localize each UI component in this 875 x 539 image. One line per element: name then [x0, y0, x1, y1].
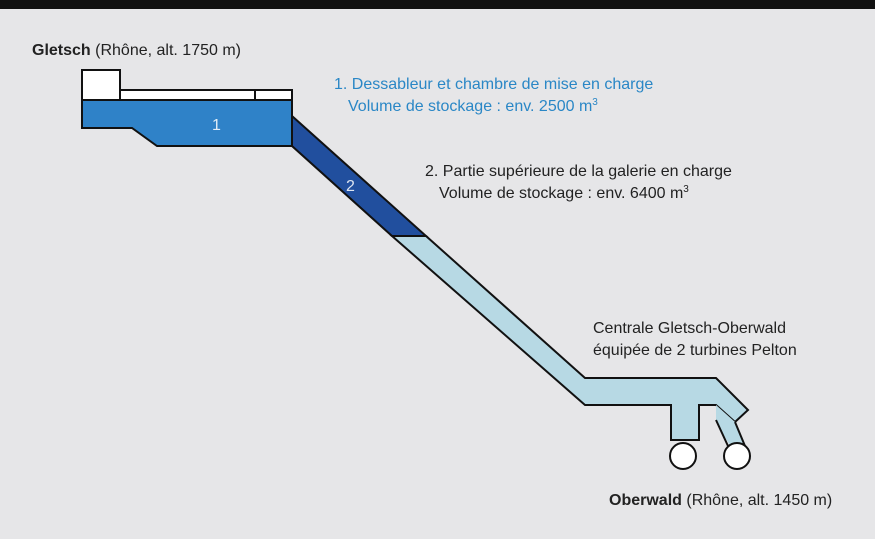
top-border [0, 0, 875, 9]
oberwald-name: Oberwald [609, 492, 682, 509]
centrale-label: Centrale Gletsch-Oberwald équipée de 2 t… [593, 318, 797, 362]
centrale-line1: Centrale Gletsch-Oberwald [593, 320, 786, 337]
item2-volume: Volume de stockage : env. 6400 m3 [439, 184, 689, 203]
centrale-line2: équipée de 2 turbines Pelton [593, 342, 797, 359]
pelton-turbine-icon [723, 442, 751, 470]
gletsch-building [81, 69, 121, 101]
oberwald-label: Oberwald (Rhône, alt. 1450 m) [609, 490, 832, 512]
segment-1-marker: 1 [212, 117, 221, 134]
pelton-turbine-icon [669, 442, 697, 470]
item1-label: 1. Dessableur et chambre de mise en char… [334, 74, 653, 118]
gletsch-name: Gletsch [32, 42, 91, 59]
item1-title: 1. Dessableur et chambre de mise en char… [334, 76, 654, 93]
upper-gallery-segment-2 [291, 113, 429, 237]
chamber-segment-1 [81, 99, 293, 147]
gletsch-detail: (Rhône, alt. 1750 m) [95, 42, 241, 59]
chamber-cover [119, 89, 293, 101]
item2-label: 2. Partie supérieure de la galerie en ch… [425, 161, 732, 205]
segment-2-marker: 2 [346, 178, 355, 195]
item2-title: 2. Partie supérieure de la galerie en ch… [425, 163, 732, 180]
item1-volume: Volume de stockage : env. 2500 m3 [348, 97, 598, 116]
gletsch-label: Gletsch (Rhône, alt. 1750 m) [32, 40, 241, 62]
oberwald-detail: (Rhône, alt. 1450 m) [686, 492, 833, 509]
